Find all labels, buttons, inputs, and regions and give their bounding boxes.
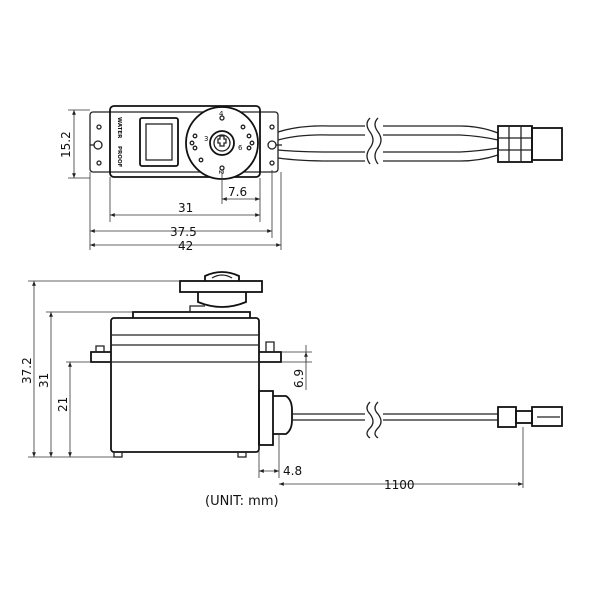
dim-label-37-2: 37.2	[20, 357, 34, 384]
side-flange-right-tab	[265, 341, 275, 352]
screw-cross-icon	[217, 135, 227, 147]
horn-holes	[189, 115, 255, 171]
case-window-inner	[145, 123, 173, 161]
mount-hole-small	[96, 124, 275, 166]
side-horn-top-inner	[211, 274, 233, 279]
case-label-water: WATER	[116, 117, 122, 139]
side-cable	[292, 401, 498, 439]
top-connector	[497, 125, 563, 163]
side-cable-boss	[258, 390, 274, 446]
dim-label-15-2: 15.2	[59, 131, 73, 158]
side-case-body	[110, 317, 260, 453]
side-horn-arm	[179, 280, 263, 293]
dim-cable-length-1100: 1100	[279, 427, 524, 492]
side-view: 37.2 31 21 6.9 4.8	[20, 271, 563, 492]
case-window-outer	[139, 117, 179, 167]
dim-cable-exit-4-8: 4.8	[258, 434, 302, 478]
dim-horn-offset-7-6: 7.6	[221, 170, 261, 204]
unit-label: (UNIT: mm)	[205, 494, 279, 509]
horn-hub-inner	[213, 134, 231, 152]
dim-total-width-42: 42	[90, 172, 282, 253]
dim-label-31: 31	[178, 201, 193, 215]
side-flange-left	[90, 351, 111, 363]
side-connector	[497, 406, 563, 428]
side-cable-grommet	[273, 395, 293, 435]
dim-label-1100: 1100	[384, 478, 415, 492]
top-case-body	[109, 105, 261, 178]
top-cable	[277, 117, 499, 165]
side-cover-top	[132, 311, 251, 318]
side-foot-right	[237, 451, 247, 458]
top-view: WATER PROOF 4 3 6 2	[59, 105, 563, 253]
dim-label-7-6: 7.6	[228, 185, 247, 199]
dim-overall-height-37-2: 37.2	[20, 280, 180, 458]
mount-slot-left	[90, 140, 103, 150]
dim-flange-height-21: 21	[56, 361, 91, 457]
dim-label-42: 42	[178, 239, 193, 253]
side-foot-left	[113, 451, 123, 458]
dim-label-37-5: 37.5	[170, 225, 197, 239]
horn-hub	[209, 130, 235, 156]
side-cover-step	[189, 305, 205, 312]
dim-label-21: 21	[56, 397, 70, 412]
dim-body-height-31: 31	[37, 311, 133, 457]
side-horn-top	[204, 271, 240, 281]
dim-body-width-31: 31	[109, 177, 261, 222]
side-horn-hub	[197, 292, 247, 308]
case-label-proof: PROOF	[116, 146, 122, 168]
top-mount-flange	[89, 111, 279, 173]
dim-label-6-9: 6.9	[292, 369, 306, 388]
horn-number-2: 2	[217, 170, 225, 174]
dim-mount-width-37-5: 37.5	[89, 170, 273, 250]
dim-label-4-8: 4.8	[283, 464, 302, 478]
dim-height-15-2: 15.2	[59, 109, 90, 179]
mount-slot-right	[267, 140, 282, 150]
side-flange-right	[259, 351, 282, 363]
dim-flange-thickness-6-9: 6.9	[281, 345, 312, 390]
dim-label-side-31: 31	[37, 373, 51, 388]
horn-number-4: 4	[219, 110, 224, 118]
horn-number-6: 6	[238, 144, 243, 152]
horn-number-3: 3	[204, 135, 208, 143]
side-flange-left-tab	[95, 345, 105, 352]
